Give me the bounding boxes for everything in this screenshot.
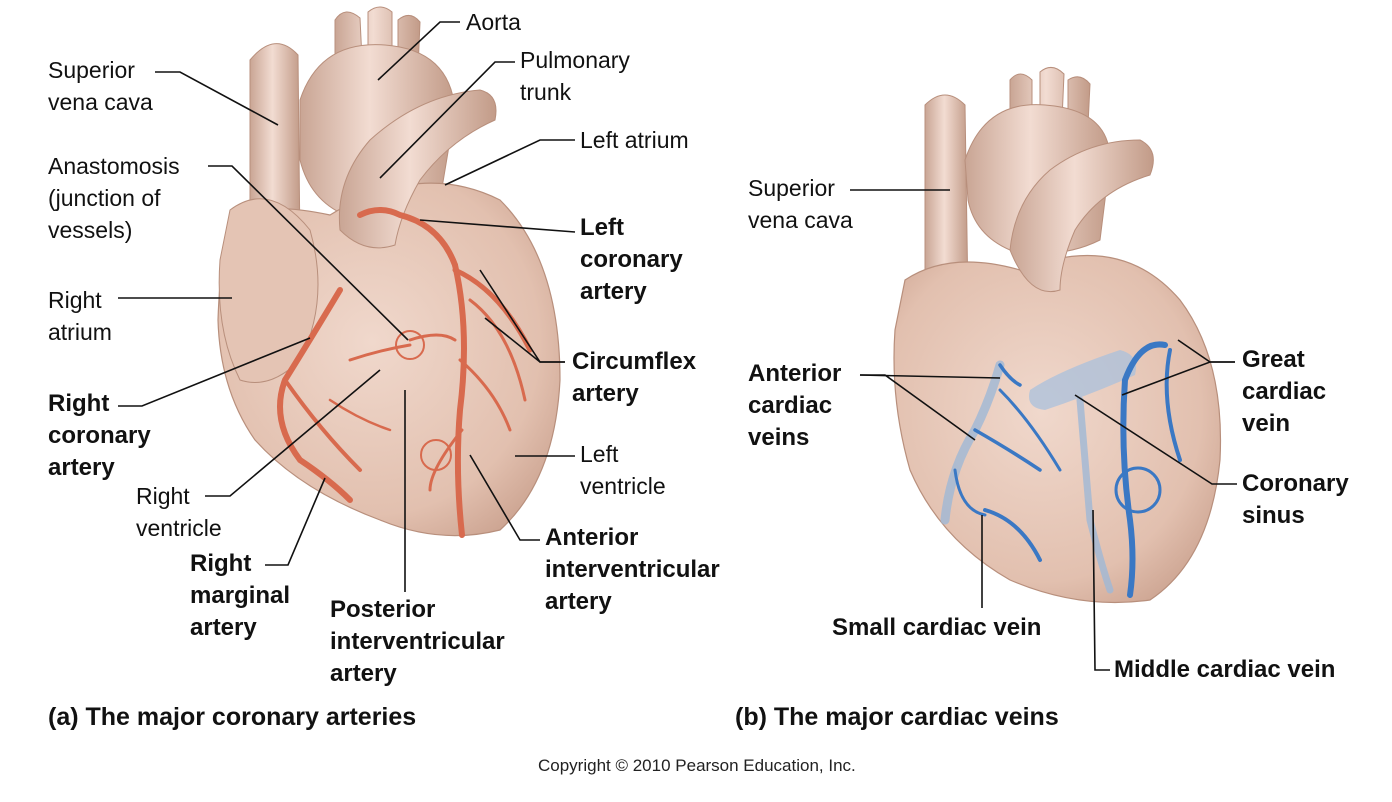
label-posterior-interventricular-artery: Posterior interventricular artery	[330, 596, 505, 687]
label-left-ventricle: Left ventricle	[580, 441, 666, 499]
label-anterior-interventricular-artery: Anterior interventricular artery	[545, 524, 720, 615]
leader-anterior-cardiac-2	[860, 374, 976, 441]
leader-left-coronary-artery	[419, 219, 576, 233]
label-pulmonary-trunk: Pulmonary trunk	[520, 47, 630, 105]
label-left-coronary-artery: Left coronary artery	[580, 214, 683, 305]
leader-great-cardiac-2	[1121, 361, 1235, 396]
label-circumflex-artery: Circumflex artery	[572, 348, 697, 407]
leader-right-coronary-artery	[118, 337, 311, 407]
leader-middle-cardiac	[1092, 509, 1110, 671]
heart-b	[893, 67, 1222, 604]
label-anterior-cardiac-veins: Anterior cardiac veins	[748, 360, 842, 451]
label-superior-vena-cava-b: Superior vena cava	[748, 175, 853, 233]
leader-circumflex-2	[484, 317, 565, 363]
heart-b-veins	[940, 341, 1182, 598]
label-great-cardiac-vein: Great cardiac vein	[1242, 346, 1327, 437]
heart-b-coronary-sinus	[1029, 350, 1136, 410]
heart-a	[217, 6, 561, 538]
leader-aorta	[377, 21, 460, 81]
caption-panel-b: (b) The major cardiac veins	[735, 703, 1059, 731]
leader-superior-vena-cava-a	[155, 71, 279, 126]
label-right-coronary-artery: Right coronary artery	[48, 390, 151, 481]
caption-panel-a: (a) The major coronary arteries	[48, 703, 417, 731]
leader-right-marginal	[265, 477, 326, 566]
leader-lines-b	[850, 189, 1237, 671]
label-superior-vena-cava-a: Superior vena cava	[48, 57, 153, 115]
label-right-ventricle: Right ventricle	[136, 483, 222, 541]
label-small-cardiac-vein: Small cardiac vein	[832, 614, 1042, 641]
heart-b-pulmonary-trunk	[1009, 139, 1154, 292]
label-anastomosis: Anastomosis (junction of vessels)	[48, 153, 180, 243]
leader-lines-a	[118, 21, 576, 592]
leader-pulmonary-trunk	[379, 61, 515, 179]
label-left-atrium: Left atrium	[580, 127, 689, 153]
label-right-atrium: Right atrium	[48, 287, 112, 345]
leader-right-ventricle	[205, 369, 381, 497]
leader-anastomosis	[208, 165, 409, 341]
copyright-notice: Copyright © 2010 Pearson Education, Inc.	[538, 756, 856, 775]
label-middle-cardiac-vein: Middle cardiac vein	[1114, 656, 1336, 683]
leader-anterior-interventricular	[469, 454, 540, 541]
label-aorta: Aorta	[466, 9, 521, 35]
leader-left-atrium	[444, 139, 575, 186]
leader-coronary-sinus	[1074, 394, 1237, 485]
label-right-marginal-artery: Right marginal artery	[190, 550, 291, 641]
label-coronary-sinus: Coronary sinus	[1242, 470, 1349, 529]
